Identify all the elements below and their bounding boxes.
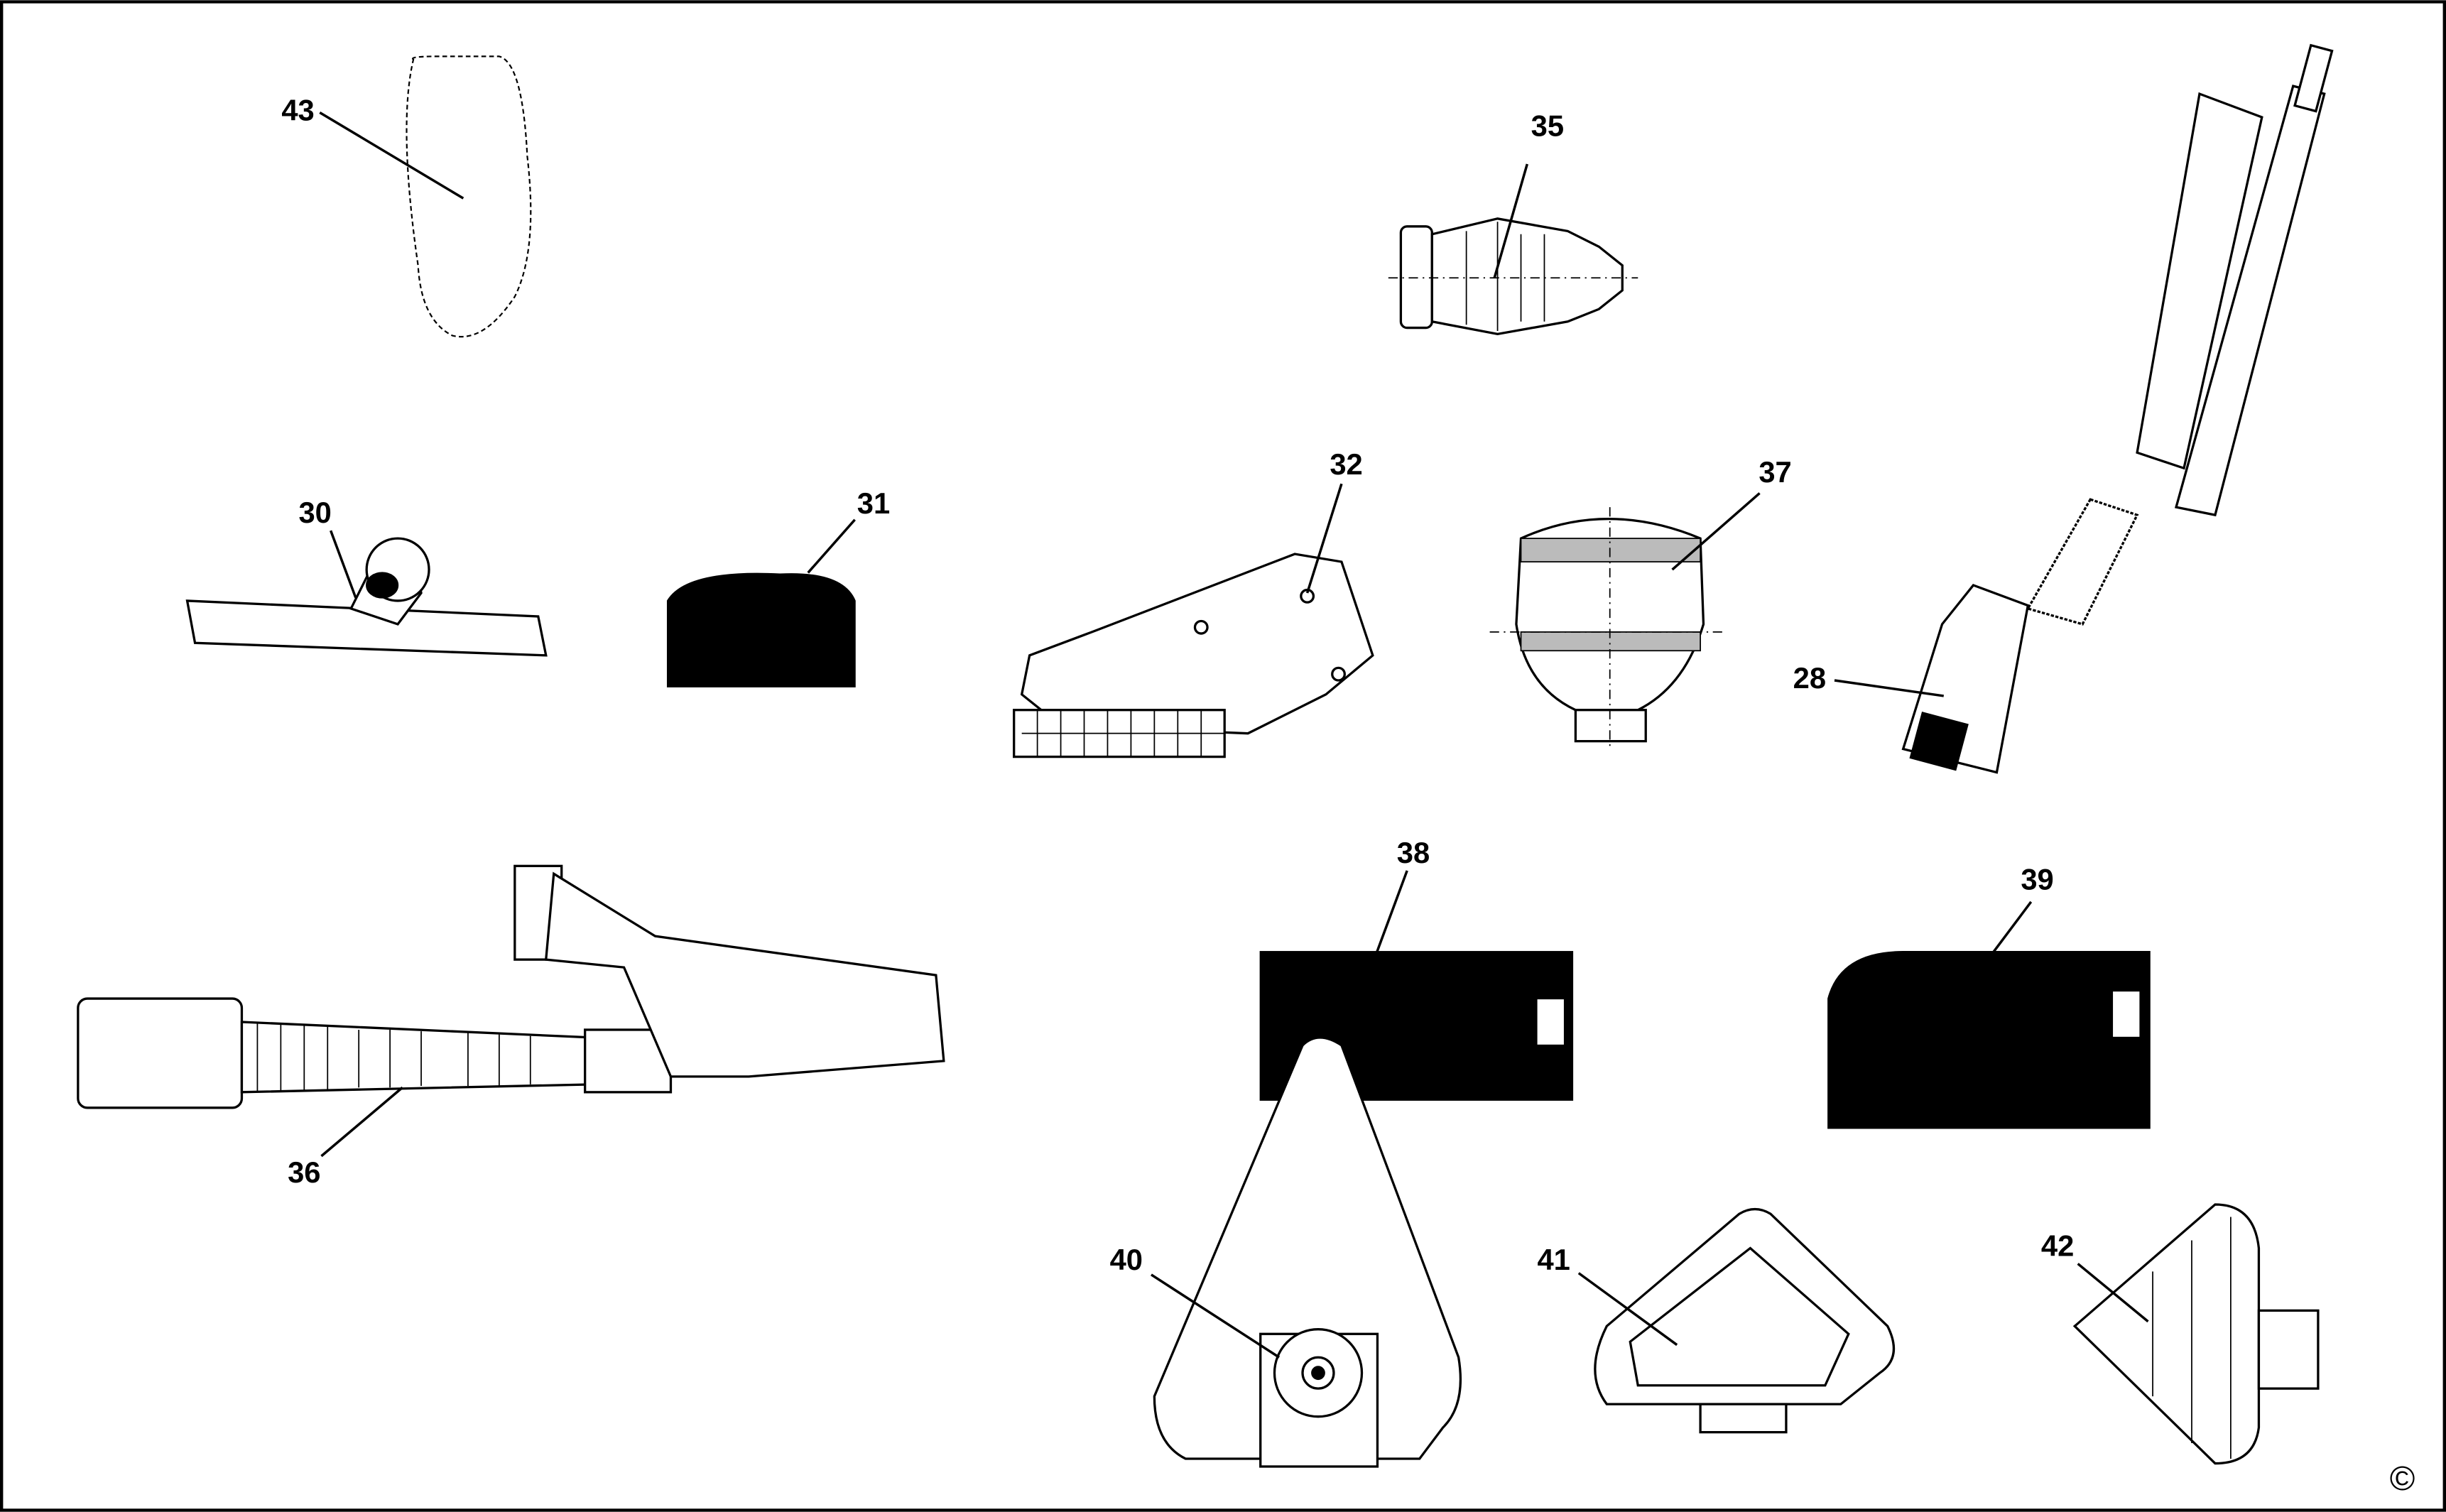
label-35: 35: [1531, 109, 1564, 142]
part-39-cloth: [1827, 951, 2151, 1129]
label-28: 28: [1793, 661, 1826, 695]
part-32-brush: [1013, 553, 1374, 758]
label-30: 30: [298, 496, 331, 529]
part-28-lance: [1901, 43, 2334, 774]
label-41: 41: [1537, 1243, 1570, 1276]
part-38-tag: [1535, 997, 1566, 1047]
leader-39: [1992, 901, 2033, 953]
leader-36: [320, 1086, 403, 1158]
part-41-frame: [1594, 1207, 1896, 1434]
part-42-side: [2072, 1203, 2320, 1465]
part-35-nozzle: [1388, 217, 1638, 336]
label-40: 40: [1110, 1243, 1143, 1276]
copyright-symbol: ©: [2390, 1459, 2415, 1498]
part-36-hose-handle: [77, 864, 945, 1109]
label-43: 43: [281, 93, 314, 126]
part-37-cap: [1489, 507, 1724, 749]
label-36: 36: [288, 1155, 320, 1189]
leader-32: [1305, 483, 1343, 594]
part-40-head: [1153, 1036, 1462, 1468]
part-31-cloth: [666, 572, 856, 687]
part-39-tag: [2111, 989, 2141, 1039]
leader-43: [319, 111, 464, 200]
leader-31: [807, 518, 856, 574]
label-39: 39: [2021, 862, 2053, 896]
part-30-squeegee: [185, 537, 548, 657]
leader-38: [1374, 870, 1408, 956]
leader-41: [1577, 1272, 1678, 1347]
part-43-pad: [406, 55, 532, 338]
label-32: 32: [1330, 447, 1362, 481]
leader-40: [1151, 1273, 1281, 1359]
leader-35: [1493, 163, 1528, 278]
label-37: 37: [1759, 455, 1791, 489]
leader-37: [1671, 492, 1761, 571]
label-38: 38: [1397, 836, 1430, 869]
label-31: 31: [857, 486, 890, 520]
leader-42: [2077, 1263, 2149, 1323]
leader-30: [329, 530, 357, 599]
label-42: 42: [2041, 1229, 2074, 1262]
leader-28: [1834, 679, 1944, 697]
